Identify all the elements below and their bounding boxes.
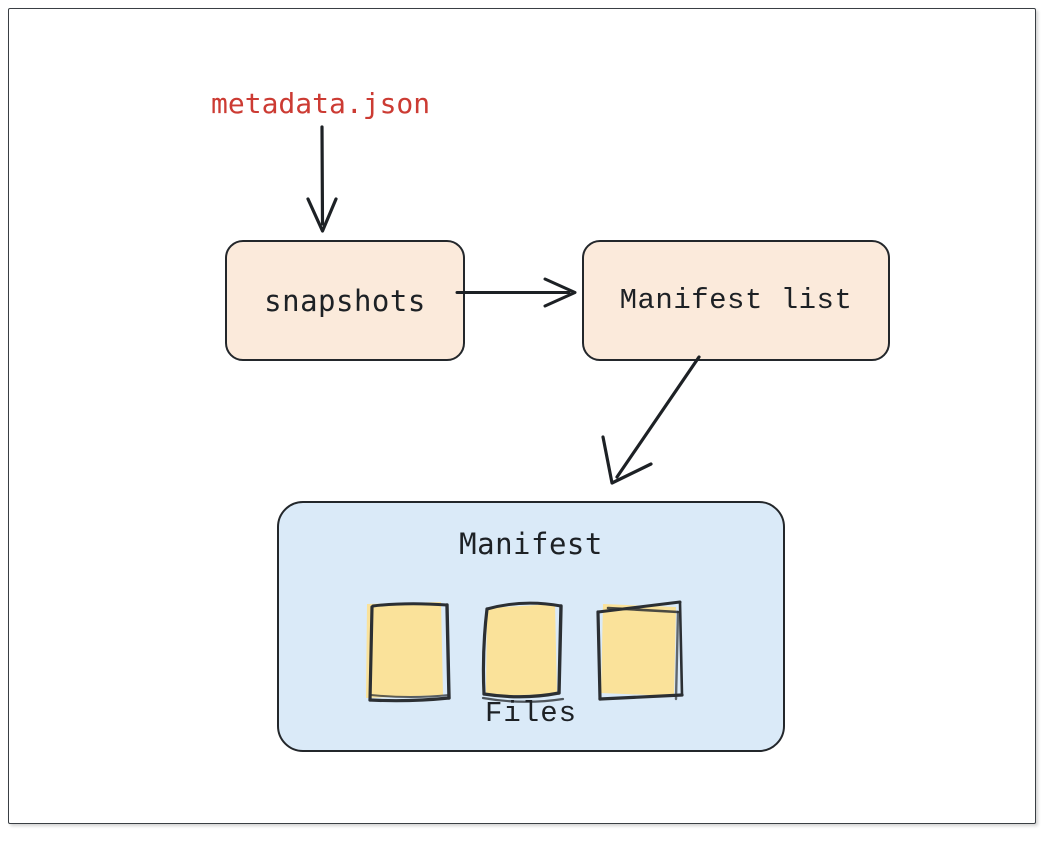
manifest-files-group: [279, 599, 783, 704]
manifest-files-label: Files: [484, 697, 577, 730]
node-manifest-list[interactable]: Manifest list: [582, 240, 890, 361]
metadata-json-label: metadata.json: [211, 87, 431, 120]
node-manifest[interactable]: Manifest: [277, 501, 785, 752]
file-icon-2: [481, 601, 565, 703]
diagram-frame: metadata.json snapshots Manifest list Ma…: [8, 8, 1036, 824]
node-snapshots-label: snapshots: [264, 283, 426, 318]
file-icon-3: [596, 600, 684, 701]
node-manifest-list-label: Manifest list: [619, 284, 853, 317]
file-icon-1: [366, 602, 451, 703]
node-snapshots[interactable]: snapshots: [225, 240, 465, 361]
manifest-title: Manifest: [459, 527, 603, 561]
